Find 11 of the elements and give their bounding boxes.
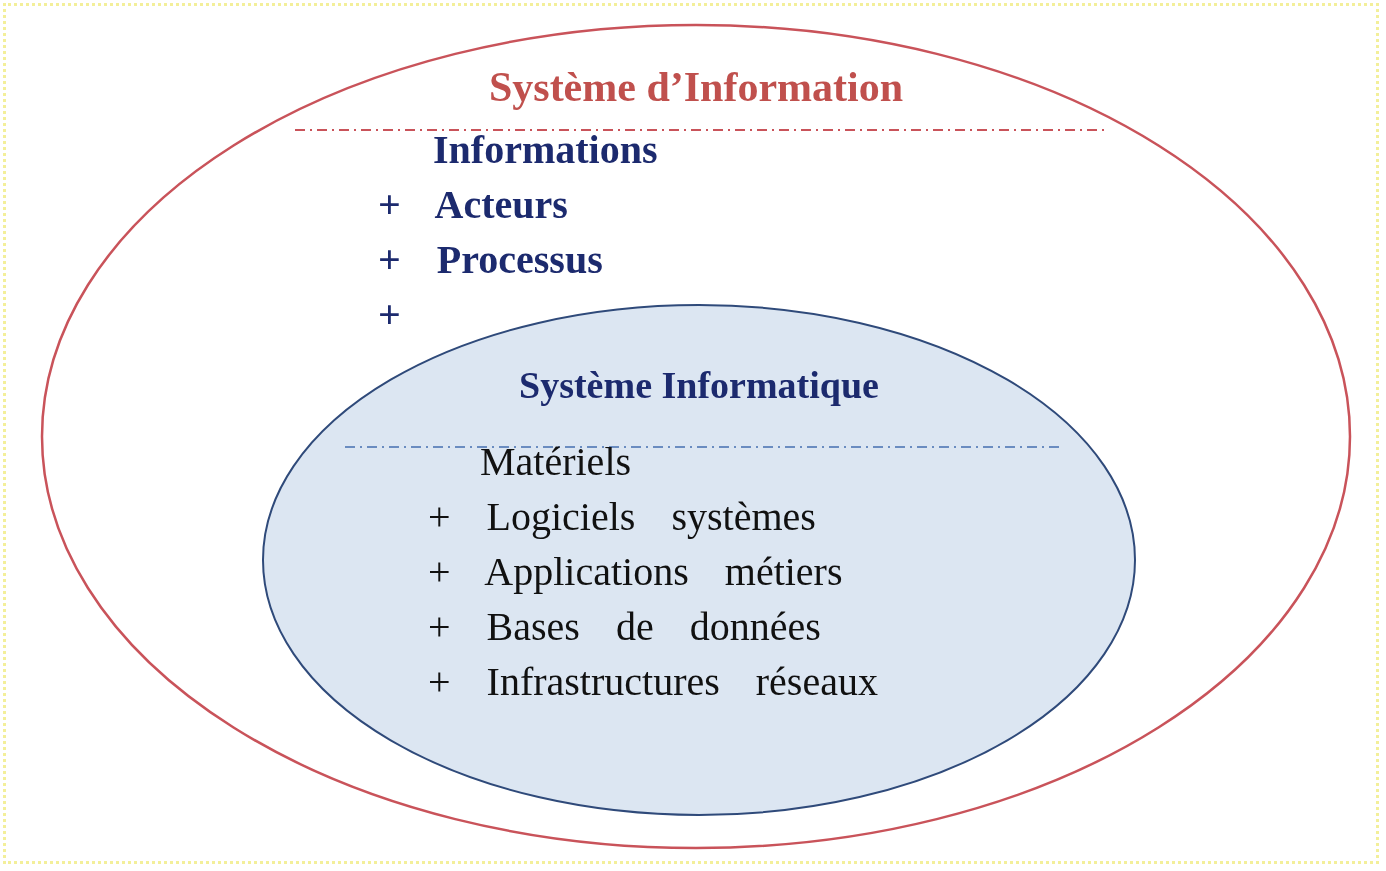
list-item: + Acteurs — [378, 182, 568, 228]
heading: Système Informatique — [518, 363, 880, 408]
list-item: Informations — [433, 127, 658, 173]
list-item: + Infrastructures réseaux — [428, 659, 878, 705]
list-item: + Applications métiers — [428, 549, 843, 595]
heading: Système d’Information — [487, 64, 905, 110]
list-item: + Logiciels systèmes — [428, 494, 816, 540]
list-item: + — [378, 292, 401, 338]
list-item: + Processus — [378, 237, 603, 283]
list-item: Matériels — [480, 439, 632, 485]
list-item: + Bases de données — [428, 604, 821, 650]
